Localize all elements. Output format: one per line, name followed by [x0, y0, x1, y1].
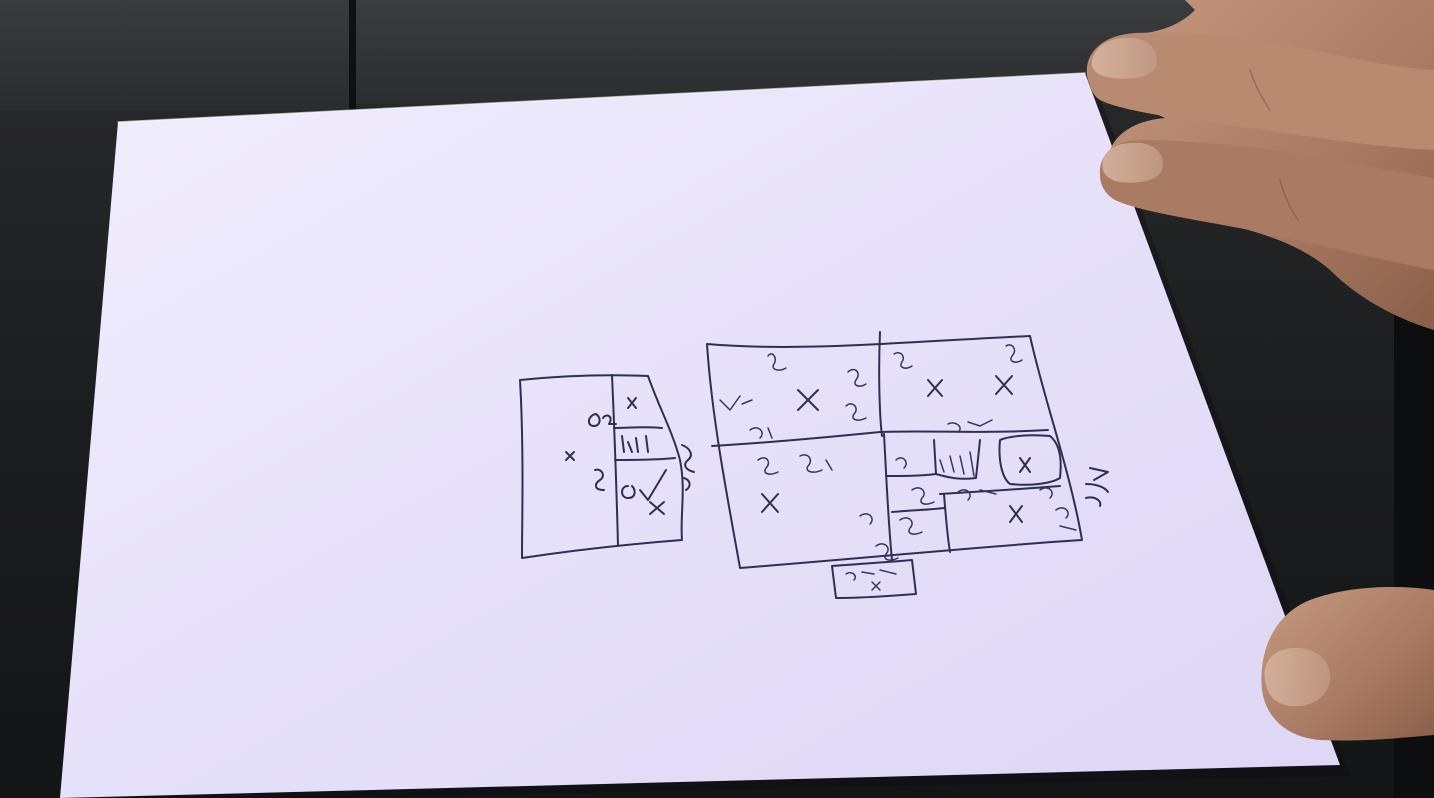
photo-scene: [0, 0, 1434, 798]
photo-svg: [0, 0, 1434, 798]
